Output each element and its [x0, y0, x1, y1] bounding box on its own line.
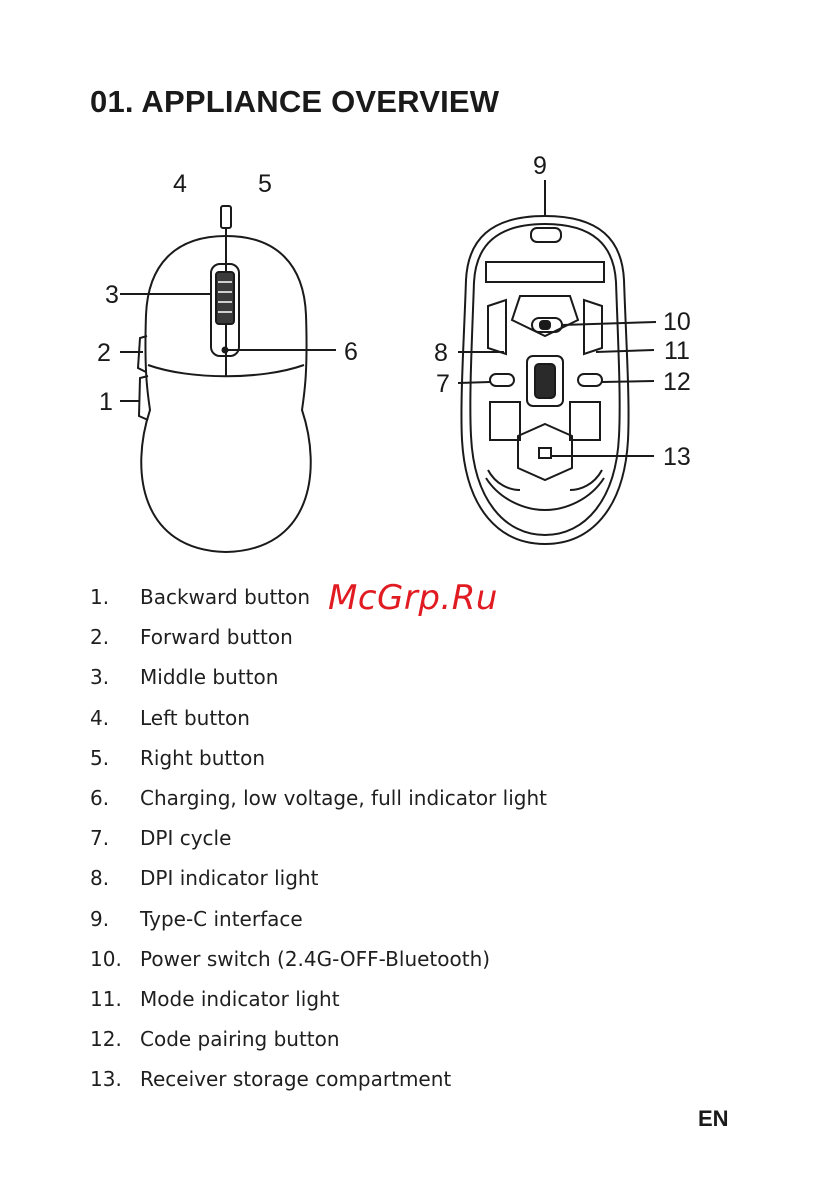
list-item: 13.Receiver storage compartment — [90, 1067, 452, 1092]
mouse-bottom-view — [460, 214, 630, 546]
callout-2: 2 — [97, 339, 111, 367]
list-item: 7.DPI cycle — [90, 826, 232, 851]
list-item: 12.Code pairing button — [90, 1027, 340, 1052]
callout-10: 10 — [663, 308, 691, 336]
callout-8: 8 — [434, 339, 448, 367]
callout-13: 13 — [663, 443, 691, 471]
list-item: 11.Mode indicator light — [90, 986, 340, 1011]
language-badge: EN — [698, 1106, 729, 1131]
list-item: 6.Charging, low voltage, full indicator … — [90, 785, 547, 810]
watermark: McGrp.Ru — [328, 578, 498, 618]
list-item: 4.Left button — [90, 705, 250, 730]
list-item: 10.Power switch (2.4G-OFF-Bluetooth) — [90, 946, 491, 971]
callout-12: 12 — [663, 368, 691, 396]
list-item: 1.Backward button — [90, 585, 311, 609]
callout-4: 4 — [173, 170, 187, 198]
callout-6: 6 — [344, 338, 358, 366]
list-item: 8.DPI indicator light — [90, 866, 319, 891]
callout-3: 3 — [105, 281, 119, 309]
list-item: 5.Right button — [90, 745, 265, 770]
callout-9: 9 — [533, 152, 547, 180]
mouse-diagram: 3 2 1 4 5 6 9 10 8 11 7 12 13 — [97, 152, 691, 554]
callout-1: 1 — [99, 388, 113, 416]
callout-5: 5 — [258, 170, 272, 198]
list-item: 9.Type-C interface — [90, 906, 303, 931]
list-item: 3.Middle button — [90, 665, 279, 690]
callout-11: 11 — [664, 337, 690, 365]
page-title: 01. APPLIANCE OVERVIEW — [90, 84, 500, 119]
callout-7: 7 — [436, 370, 450, 398]
mouse-top-view — [136, 205, 312, 554]
list-item: 2.Forward button — [90, 625, 293, 650]
parts-list: 1.Backward button 2.Forward button 3.Mid… — [90, 582, 547, 1104]
